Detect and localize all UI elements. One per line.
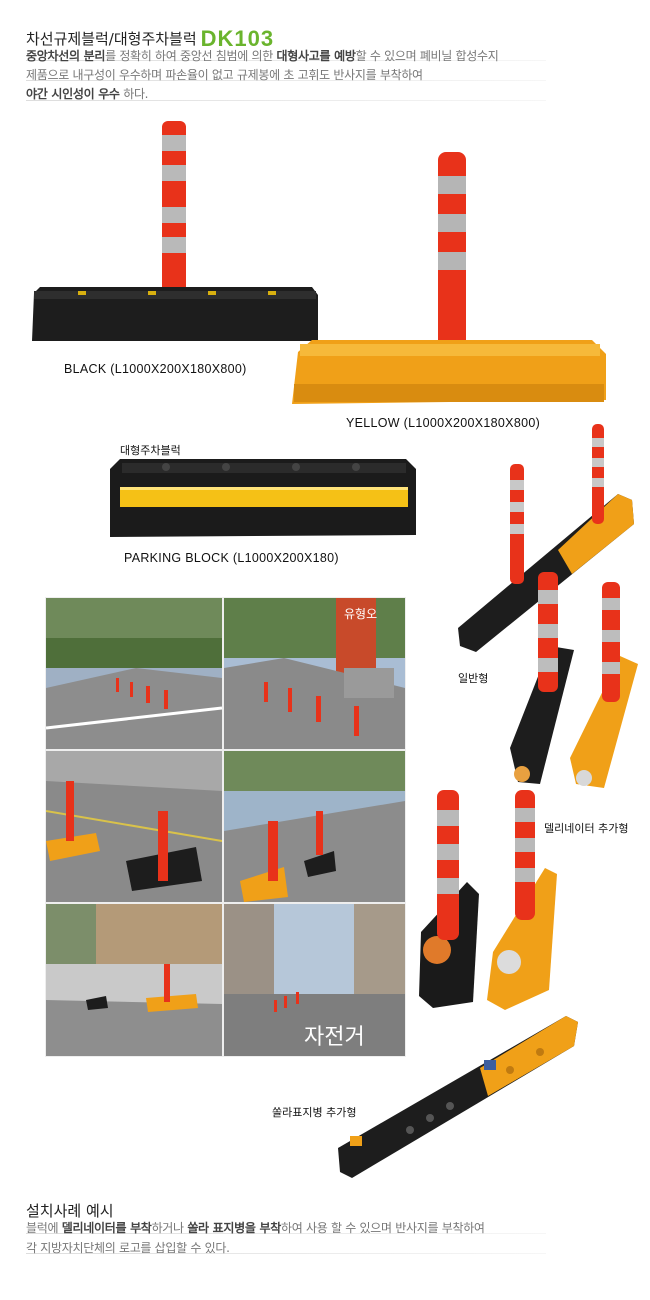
- desc-line-3: 야간 시인성이 우수 하다.: [26, 85, 148, 102]
- divider: [26, 100, 546, 101]
- install-title: 설치사례 예시: [26, 1202, 114, 1220]
- desc-seg: 중앙차선의 분리: [26, 49, 106, 63]
- black-block-label: BLACK (L1000X200X180X800): [64, 362, 247, 376]
- black-block-illustration: [32, 121, 318, 341]
- photo-scene: [46, 904, 222, 1056]
- desc-seg: 하여 사용 할 수 있으며 반사지를 부착하여: [281, 1221, 485, 1235]
- model-code: DK103: [200, 26, 275, 51]
- parking-block-illustration: [110, 459, 416, 537]
- desc-seg: 쏠라 표지병을 부착: [187, 1221, 281, 1235]
- desc-seg: 대형사고를 예방: [276, 49, 356, 63]
- divider: [26, 60, 546, 61]
- road-marking-text: 자전거: [304, 1025, 365, 1050]
- solar-type-illustration: [338, 1016, 578, 1178]
- install-desc-line-1: 블럭에 델리네이터를 부착하거나 쏠라 표지병을 부착하여 사용 할 수 있으며…: [26, 1219, 485, 1236]
- general-type-label: 일반형: [458, 672, 489, 685]
- install-photo-3: [45, 750, 223, 903]
- yellow-block-label: YELLOW (L1000X200X180X800): [346, 416, 541, 430]
- solar-type-label: 쏠라표지병 추가형: [272, 1106, 357, 1119]
- title-text: 차선규제블럭/대형주차블럭: [26, 30, 197, 48]
- divider: [26, 1253, 546, 1254]
- desc-seg: 하거나: [151, 1221, 188, 1235]
- install-photo-1: [45, 597, 223, 750]
- shop-sign-text: 유형오: [344, 607, 377, 621]
- photo-scene: 유형오: [224, 598, 405, 749]
- desc-seg: 블럭에: [26, 1221, 62, 1235]
- photo-scene: [46, 598, 222, 749]
- divider: [26, 1233, 546, 1234]
- photo-scene: [46, 751, 222, 891]
- install-photo-4: [223, 750, 406, 903]
- install-photo-6: 자전거: [223, 903, 406, 1057]
- desc-line-1: 중앙차선의 분리를 정확히 하여 중앙선 침범에 의한 대형사고를 예방할 수 …: [26, 47, 499, 64]
- install-desc-line-2: 각 지방자치단체의 로고를 삽입할 수 있다.: [26, 1241, 230, 1255]
- photo-scene: [224, 751, 405, 902]
- desc-seg: 하다.: [119, 87, 149, 101]
- install-photo-5: [45, 903, 223, 1057]
- delineator-type-illustration: [510, 572, 638, 788]
- parking-block-title: 대형주차블럭: [120, 444, 181, 457]
- desc-seg: 야간 시인성이 우수: [26, 87, 120, 101]
- desc-seg: 델리네이터를 부착: [61, 1221, 152, 1235]
- desc-line-2: 제품으로 내구성이 우수하며 파손율이 없고 규제봉에 초 고휘도 반사지를 부…: [26, 68, 423, 82]
- delineator-closeup-illustration: [419, 790, 557, 1010]
- photo-scene: 자전거: [224, 904, 405, 1056]
- divider: [26, 80, 546, 81]
- parking-block-label: PARKING BLOCK (L1000X200X180): [124, 551, 339, 565]
- delineator-type-label: 델리네이터 추가형: [544, 822, 629, 835]
- yellow-block-illustration: [292, 152, 606, 404]
- desc-seg: 를 정확히 하여 중앙선 침범에 의한: [105, 49, 277, 63]
- install-photo-2: 유형오: [223, 597, 406, 750]
- desc-seg: 할 수 있으며 폐비닐 합성수지: [355, 49, 499, 63]
